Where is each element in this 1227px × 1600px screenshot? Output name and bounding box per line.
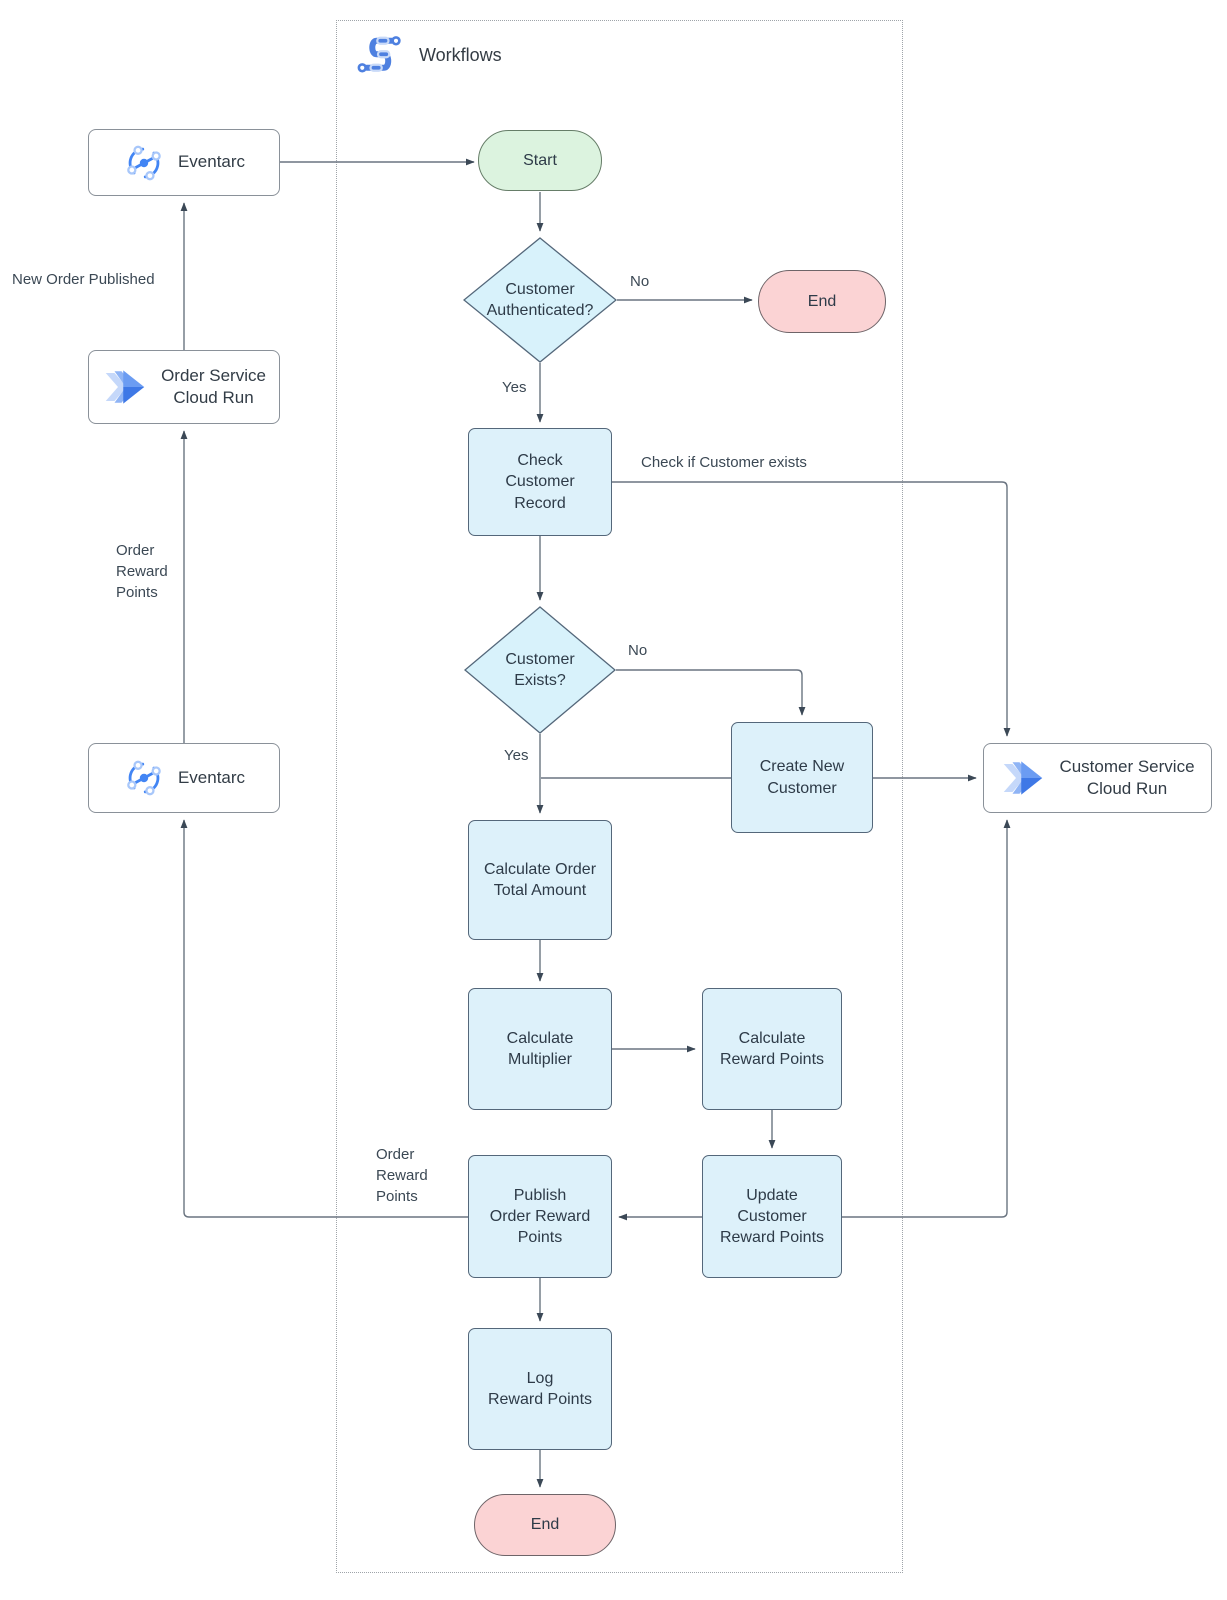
node-label: Order Service Cloud Run	[161, 365, 266, 407]
eventarc-icon	[127, 145, 161, 180]
edge-label-new-order-published: New Order Published	[12, 271, 155, 288]
edge-label-order-reward-points-left: Order Reward Points	[116, 542, 168, 601]
node-calculate-multiplier: Calculate Multiplier	[468, 988, 612, 1110]
node-label: Calculate Reward Points	[719, 1029, 825, 1068]
node-create-new-customer: Create New Customer	[731, 722, 873, 833]
node-label: Calculate Multiplier	[506, 1029, 574, 1068]
workflows-container: Workflows	[336, 20, 903, 1573]
node-label: Eventarc	[177, 767, 246, 787]
edge-label-yes-exists: Yes	[504, 747, 529, 764]
node-log-reward-points: Log Reward Points	[468, 1328, 612, 1450]
workflows-title: Workflows	[419, 44, 502, 65]
node-decision-customer-exists: Customer Exists?	[464, 606, 616, 734]
edge-label-no-authenticated: No	[630, 273, 650, 290]
node-eventarc-bottom: Eventarc	[88, 743, 280, 813]
node-label: Check Customer Record	[505, 452, 575, 512]
edge-label-no-exists: No	[628, 642, 648, 659]
workflows-header: Workflows	[351, 31, 502, 79]
diamond-shape	[463, 237, 617, 363]
diamond-shape	[464, 606, 616, 734]
node-calculate-order-total: Calculate Order Total Amount	[468, 820, 612, 940]
node-decision-customer-authenticated: Customer Authenticated?	[463, 237, 617, 363]
node-calculate-reward-points: Calculate Reward Points	[702, 988, 842, 1110]
node-label: Customer Service Cloud Run	[1059, 756, 1195, 798]
edge-label-check-if-customer-exists: Check if Customer exists	[641, 454, 807, 471]
node-label: Eventarc	[177, 152, 246, 172]
node-end-bottom: End	[474, 1494, 616, 1556]
node-start: Start	[478, 130, 602, 191]
node-update-customer-reward-points: Update Customer Reward Points	[702, 1155, 842, 1278]
node-label: Start	[523, 151, 557, 169]
cloud-run-icon	[105, 370, 145, 404]
cloud-run-icon	[1004, 761, 1043, 795]
node-label: Publish Order Reward Points	[489, 1186, 591, 1247]
node-order-service-cloud-run: Order Service Cloud Run	[88, 350, 280, 424]
node-end-top: End	[758, 270, 886, 333]
node-label: Calculate Order Total Amount	[483, 860, 597, 899]
workflows-icon	[357, 36, 401, 73]
node-label: Create New Customer	[759, 758, 845, 797]
eventarc-icon	[127, 760, 161, 796]
node-label: Update Customer Reward Points	[719, 1186, 825, 1247]
node-eventarc-top: Eventarc	[88, 129, 280, 196]
node-check-customer-record: Check Customer Record	[468, 428, 612, 536]
node-label: Customer Authenticated?	[486, 280, 594, 319]
node-label: End	[530, 1516, 560, 1534]
node-label: Customer Exists?	[505, 650, 575, 689]
node-label: End	[807, 292, 837, 310]
edge-label-order-reward-points-mid: Order Reward Points	[376, 1146, 428, 1205]
edge-label-yes-authenticated: Yes	[502, 379, 527, 396]
node-customer-service-cloud-run: Customer Service Cloud Run	[983, 743, 1212, 813]
node-publish-order-reward-points: Publish Order Reward Points	[468, 1155, 612, 1278]
node-label: Log Reward Points	[487, 1369, 593, 1408]
